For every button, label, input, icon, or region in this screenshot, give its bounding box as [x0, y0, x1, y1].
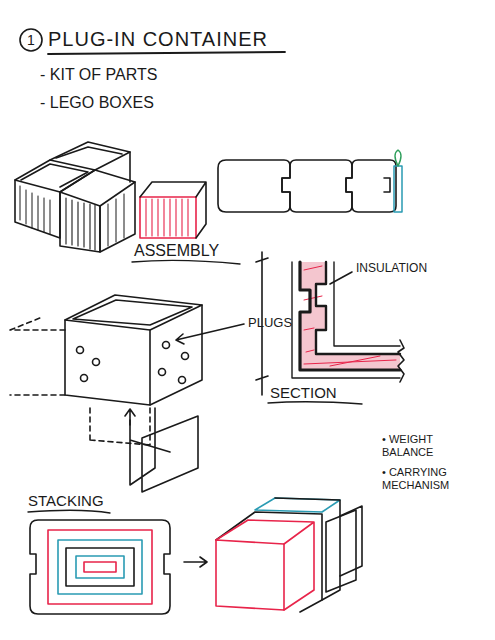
stacked-assembly	[216, 498, 362, 612]
list-item: - KIT OF PARTS	[40, 66, 157, 84]
puzzle-pieces	[218, 150, 402, 212]
view-label: SECTION	[270, 384, 337, 401]
section-heading: ASSEMBLY	[134, 242, 219, 260]
part-label: PLUGS	[248, 316, 292, 331]
arrow	[184, 557, 207, 567]
leader-arrow	[176, 324, 244, 344]
heading-underline	[268, 402, 362, 404]
stacking-plan	[30, 520, 170, 614]
leader-line	[330, 272, 352, 284]
part-label: INSULATION	[356, 262, 427, 276]
heading-underline	[132, 260, 240, 264]
note: • WEIGHT BALANCE	[382, 433, 460, 458]
number-circle	[20, 29, 42, 51]
note: • CARRYING MECHANISM	[382, 466, 472, 491]
lego-boxes	[15, 142, 206, 252]
plug-in-box	[10, 295, 202, 492]
diagram-title: PLUG-IN CONTAINER	[48, 28, 268, 51]
list-item: - LEGO BOXES	[40, 94, 154, 112]
callout-number: 1	[27, 32, 35, 48]
section-heading: STACKING	[28, 492, 104, 509]
heading-underline	[28, 510, 110, 513]
title-underline	[48, 52, 285, 54]
